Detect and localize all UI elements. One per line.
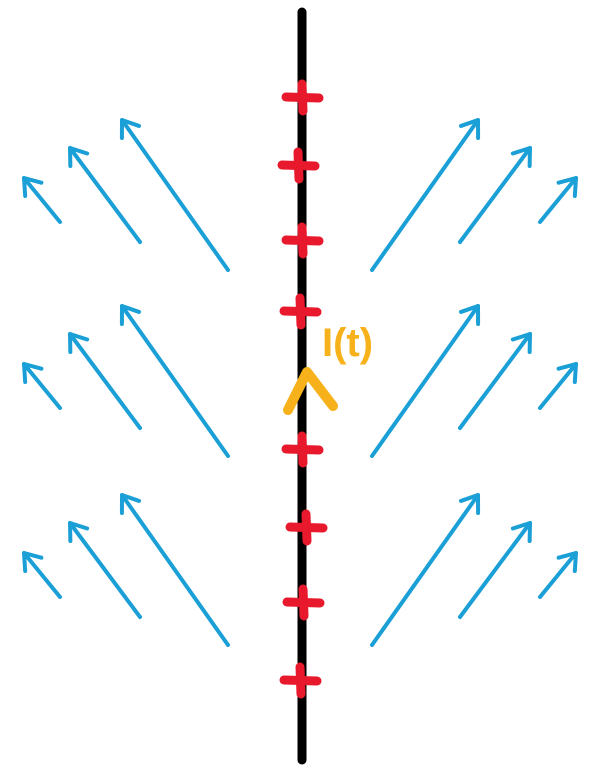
field-arrow-icon <box>458 332 532 430</box>
positive-charge-icon <box>285 509 328 546</box>
positive-charge-icon <box>279 293 322 330</box>
positive-charge-icon <box>277 147 320 184</box>
positive-charge-icon <box>282 584 325 621</box>
field-arrow-group-left-middle <box>22 304 230 458</box>
field-arrow-icon <box>538 362 578 410</box>
field-arrow-icon <box>22 362 62 410</box>
positive-charge-icon <box>281 222 324 259</box>
field-arrow-icon <box>538 551 578 599</box>
current-label: I(t) <box>322 321 373 365</box>
current-direction-arrow-icon <box>283 367 338 415</box>
field-arrow-icon <box>458 521 532 619</box>
field-arrow-group-left-top <box>22 118 230 272</box>
field-arrow-icon <box>458 146 532 244</box>
current-indicator: I(t) <box>283 321 373 415</box>
field-arrow-icon <box>68 146 142 244</box>
positive-charge-icon <box>281 79 324 116</box>
positive-charge-icon <box>281 431 324 468</box>
field-arrow-icon <box>538 176 578 224</box>
field-arrow-icon <box>370 304 481 458</box>
field-arrow-icon <box>22 551 62 599</box>
field-arrow-icon <box>119 493 230 647</box>
field-arrow-icon <box>370 118 481 272</box>
field-arrow-icon <box>119 118 230 272</box>
field-arrow-icon <box>119 304 230 458</box>
positive-charge-icon <box>279 662 322 699</box>
field-arrow-group-right-top <box>370 118 578 272</box>
field-arrow-group-left-bottom <box>22 493 230 647</box>
field-arrow-icon <box>22 176 62 224</box>
charges-group <box>277 79 328 699</box>
field-arrow-group-right-bottom <box>370 493 578 647</box>
field-arrow-icon <box>370 493 481 647</box>
field-arrow-icon <box>68 521 142 619</box>
field-arrow-group-right-middle <box>370 304 578 458</box>
electric-field-arrows <box>22 118 578 647</box>
field-arrow-icon <box>68 332 142 430</box>
